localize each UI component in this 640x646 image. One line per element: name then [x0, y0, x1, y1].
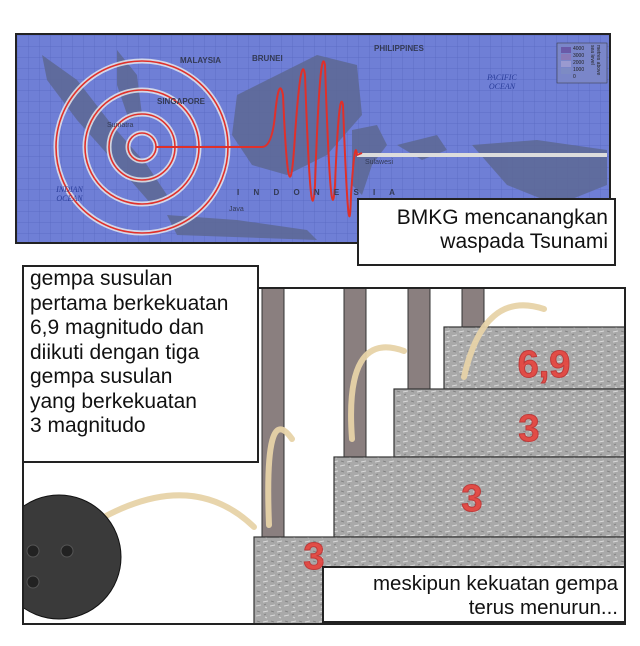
- legend-value: 4000: [573, 46, 585, 52]
- map-drawing: [17, 35, 609, 242]
- label-brunei: BRUNEI: [252, 54, 283, 63]
- label-pacific-ocean: PACIFIC OCEAN: [487, 73, 517, 91]
- stairs: [253, 326, 624, 623]
- label-malaysia: MALAYSIA: [180, 56, 222, 65]
- caption-line: meskipun kekuatan gempa: [372, 572, 618, 595]
- step-number-3: 3: [461, 478, 482, 520]
- caption-line: yang berkekuatan: [30, 389, 197, 413]
- legend-value: 2000: [573, 60, 585, 66]
- seismograph-wave: [156, 60, 363, 218]
- label-sumatra: Sumatra: [107, 122, 134, 129]
- stairs-drawing: 6,9 3 3 3: [24, 289, 624, 623]
- caption-line: BMKG mencanangkan: [396, 206, 608, 229]
- bowling-ball: [24, 494, 122, 620]
- caption-line: gempa susulan: [30, 365, 173, 388]
- label-sulawesi: Sulawesi: [365, 159, 394, 166]
- step-number-top: 6,9: [518, 344, 571, 386]
- step-3: [333, 456, 624, 538]
- step-number-2: 3: [518, 408, 539, 450]
- label-indonesia: I N D O N E S I A: [237, 188, 401, 197]
- caption-aftershock: gempa susulan pertama berkekuatan 6,9 ma…: [22, 265, 259, 463]
- caption-bmkg: BMKG mencanangkan waspada Tsunami: [357, 198, 616, 266]
- label-indian-ocean: INDIAN OCEAN: [56, 185, 83, 203]
- caption-line: 6,9 magnitudo dan: [30, 316, 204, 339]
- step-top: [443, 326, 624, 390]
- bounce-arcs: [101, 302, 547, 530]
- caption-line: diikuti dengan tiga: [30, 340, 200, 364]
- label-philippines: PHILIPPINES: [374, 44, 424, 53]
- caption-line: gempa susulan: [30, 267, 173, 290]
- legend-title: metres above sea level: [589, 45, 601, 76]
- step-numbers: 6,9 3 3 3: [303, 344, 571, 579]
- caption-line: 3 magnitudo: [30, 414, 146, 437]
- label-singapore: SINGAPORE: [157, 97, 206, 106]
- label-java: Java: [229, 206, 244, 213]
- legend-value: 3000: [573, 53, 585, 59]
- map-panel: 4000 3000 2000 1000 0 metres above sea l…: [15, 33, 611, 244]
- caption-decreasing: meskipun kekuatan gempa terus menurun...: [322, 566, 626, 623]
- legend-value: 1000: [573, 67, 585, 73]
- step-2: [393, 388, 624, 458]
- step-number-bottom: 3: [303, 536, 324, 578]
- caption-line: terus menurun...: [468, 596, 618, 619]
- caption-line: waspada Tsunami: [440, 230, 608, 253]
- caption-line: pertama berkekuatan: [30, 291, 229, 315]
- legend-value: 0: [573, 74, 576, 80]
